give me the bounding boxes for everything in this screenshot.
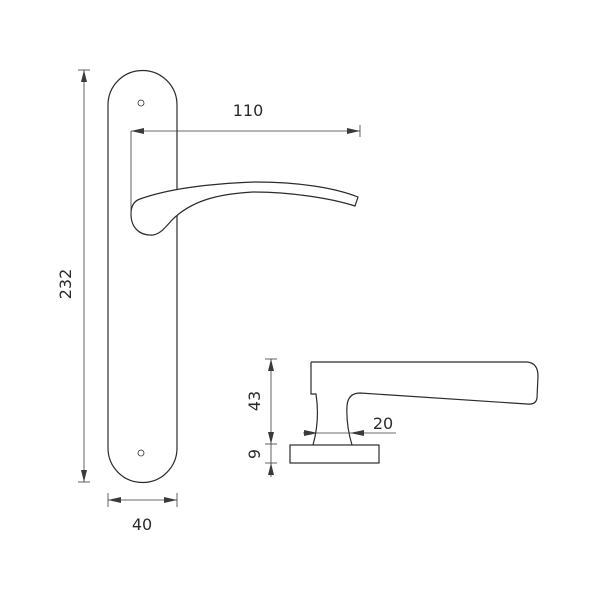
dimension-label-43: 43 <box>245 391 264 411</box>
dimension-9: 9 <box>245 444 277 477</box>
rose-side <box>289 444 380 464</box>
dimension-label-40: 40 <box>132 515 152 534</box>
dimension-40: 40 <box>107 493 178 534</box>
dimension-232: 232 <box>56 69 90 483</box>
dimension-43: 43 <box>245 358 277 445</box>
dimension-label-232: 232 <box>56 269 75 300</box>
dimension-label-110: 110 <box>233 101 264 120</box>
screw-hole-top <box>137 99 145 107</box>
screw-hole-bottom <box>137 449 145 457</box>
lever-side-outline <box>310 361 539 446</box>
dimension-20: 20 <box>303 414 396 436</box>
dimension-110: 110 <box>130 101 361 215</box>
dimension-label-9: 9 <box>245 449 264 459</box>
dimension-label-20: 20 <box>373 414 393 433</box>
lever-front-outline <box>130 181 359 236</box>
backplate-outline <box>107 69 178 484</box>
